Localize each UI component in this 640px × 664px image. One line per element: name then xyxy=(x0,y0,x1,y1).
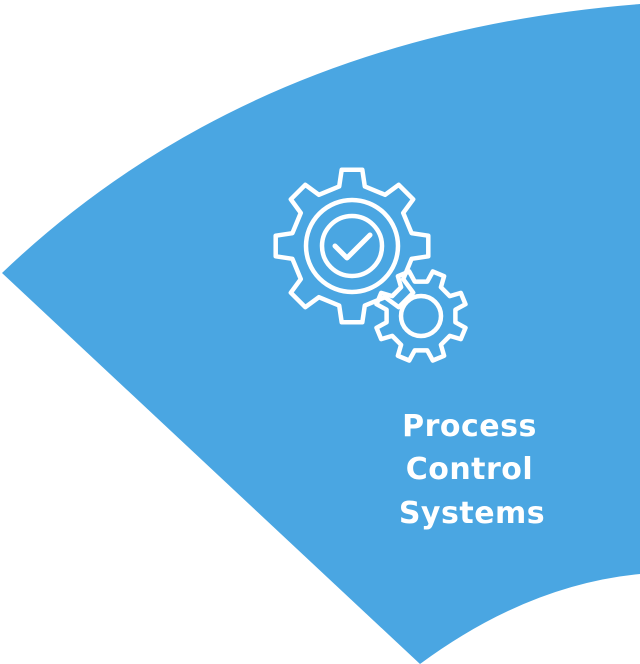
label-line-1: Process xyxy=(402,409,537,444)
segment-label: Process Control Systems xyxy=(399,409,545,531)
large-gear-inner-ring xyxy=(319,213,385,279)
gears-with-checkmark-icon xyxy=(273,167,468,363)
small-gear-icon xyxy=(374,269,468,363)
label-line-3: Systems xyxy=(399,496,545,531)
small-gear-hub xyxy=(398,293,444,339)
segment-background xyxy=(2,4,640,664)
label-line-2: Control xyxy=(406,452,534,487)
checkmark-icon xyxy=(332,232,373,261)
large-gear-icon xyxy=(273,167,431,325)
large-gear-outer-ring xyxy=(303,197,401,295)
